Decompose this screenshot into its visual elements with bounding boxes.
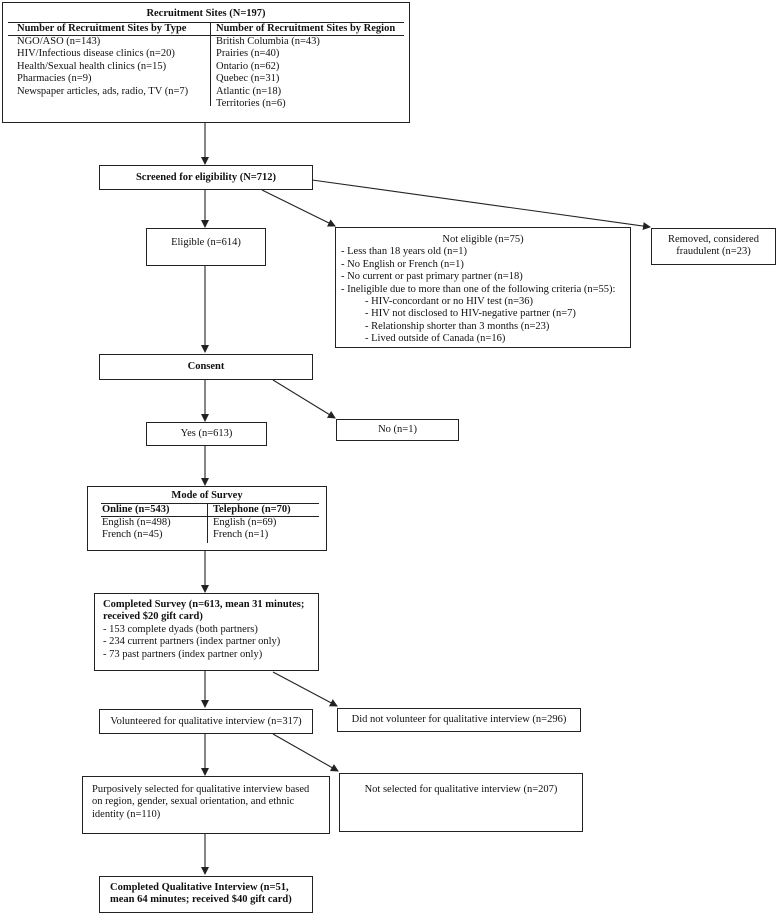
not-volunteered-label: Did not volunteer for qualitative interv… [351,714,567,725]
list-item: Pharmacies (n=9) [17,73,92,85]
recruitment-title: Recruitment Sites (N=197) [146,8,266,19]
completed-interview-line-1: Completed Qualitative Interview (n=51, [110,882,289,893]
online-list: English (n=498) French (n=45) [102,517,171,542]
completed-survey-box: Completed Survey (n=613, mean 31 minutes… [94,593,319,671]
screened-box: Screened for eligibility (N=712) [99,165,313,190]
completed-interview-line-2: mean 64 minutes; received $40 gift card) [110,894,292,906]
arrow-completed-to-not-volunteered [272,671,338,707]
not-eligible-list: - Less than 18 years old (n=1) - No Engl… [336,246,630,345]
list-item: Ontario (n=62) [216,60,280,72]
arrow-volunteered-to-not-selected [272,733,339,772]
recruitment-sites-box: Recruitment Sites (N=197) Number of Recr… [2,2,410,123]
completed-survey-content: Completed Survey (n=613, mean 31 minutes… [95,594,318,661]
list-item: Atlantic (n=18) [216,85,282,97]
list-item: Newspaper articles, ads, radio, TV (n=7) [17,85,189,97]
arrow-screened-to-not-eligible [261,189,336,227]
removed-line-2: fraudulent (n=23) [676,246,751,258]
mode-column-divider [207,503,208,543]
by-type-header: Number of Recruitment Sites by Type [17,23,187,34]
list-item: French (n=45) [102,529,163,541]
list-item: Health/Sexual health clinics (n=15) [17,60,167,72]
screened-label: Screened for eligibility (N=712) [135,172,277,183]
list-subitem: - Lived outside of Canada (n=16) [365,333,506,345]
list-item: - Less than 18 years old (n=1) [341,246,468,258]
by-type-list: NGO/ASO (n=143) HIV/Infectious disease c… [17,36,188,98]
list-item: French (n=1) [213,529,269,541]
list-item: NGO/ASO (n=143) [17,36,101,47]
consent-box: Consent [99,354,313,380]
header-rule [8,22,404,23]
not-selected-label: Not selected for qualitative interview (… [364,784,558,795]
completed-interview-content: Completed Qualitative Interview (n=51, m… [100,877,312,907]
mode-of-survey-box: Mode of Survey Online (n=543) Telephone … [87,486,327,551]
list-item: Quebec (n=31) [216,73,280,85]
completed-survey-title-1: Completed Survey (n=613, mean 31 minutes… [103,599,305,610]
mode-header-rule-bottom [101,516,319,517]
arrow-consent-to-no [272,379,336,419]
removed-line-1: Removed, considered [668,234,759,245]
not-selected-box: Not selected for qualitative interview (… [339,773,583,832]
column-divider [210,22,211,106]
list-item: English (n=69) [213,517,277,528]
selected-content: Purposively selected for qualitative int… [83,777,329,821]
list-item: - Ineligible due to more than one of the… [341,283,616,295]
list-item: Prairies (n=40) [216,48,280,60]
list-subitem: - HIV not disclosed to HIV-negative part… [365,308,576,320]
eligible-box: Eligible (n=614) [146,228,266,266]
not-eligible-title: Not eligible (n=75) [442,234,524,245]
selected-line-2: on region, gender, sexual orientation, a… [92,796,295,808]
mode-title: Mode of Survey [171,490,243,501]
consent-no-box: No (n=1) [336,419,459,441]
list-item: - 153 complete dyads (both partners) [103,623,258,635]
consent-yes-label: Yes (n=613) [180,428,233,439]
consent-no-label: No (n=1) [378,424,417,435]
list-item: HIV/Infectious disease clinics (n=20) [17,48,175,60]
selected-line-3: identity (n=110) [92,808,161,820]
completed-survey-title-2: received $20 gift card) [103,611,203,623]
removed-box: Removed, considered fraudulent (n=23) [651,228,776,265]
mode-header-rule [101,503,319,504]
list-subitem: - Relationship shorter than 3 months (n=… [365,320,550,332]
eligible-label: Eligible (n=614) [171,237,241,248]
by-region-list: British Columbia (n=43) Prairies (n=40) … [216,36,320,110]
list-item: British Columbia (n=43) [216,36,320,47]
list-item: - 73 past partners (index partner only) [103,648,263,660]
list-item: Territories (n=6) [216,98,286,110]
header-rule-bottom [8,35,404,36]
list-item: - No English or French (n=1) [341,258,464,270]
list-item: - No current or past primary partner (n=… [341,271,523,283]
selected-box: Purposively selected for qualitative int… [82,776,330,834]
list-item: - 234 current partners (index partner on… [103,636,281,648]
volunteered-label: Volunteered for qualitative interview (n… [110,716,302,727]
telephone-list: English (n=69) French (n=1) [213,517,276,542]
not-eligible-box: Not eligible (n=75) - Less than 18 years… [335,227,631,348]
online-header: Online (n=543) [102,504,170,515]
consent-label: Consent [187,361,225,372]
not-volunteered-box: Did not volunteer for qualitative interv… [337,708,581,732]
telephone-header: Telephone (n=70) [213,504,291,515]
volunteered-box: Volunteered for qualitative interview (n… [99,709,313,734]
list-subitem: - HIV-concordant or no HIV test (n=36) [365,296,534,308]
by-region-header: Number of Recruitment Sites by Region [216,23,396,34]
selected-line-1: Purposively selected for qualitative int… [92,784,310,795]
completed-interview-box: Completed Qualitative Interview (n=51, m… [99,876,313,913]
consent-yes-box: Yes (n=613) [146,422,267,446]
list-item: English (n=498) [102,517,171,528]
arrow-screened-to-removed [311,179,651,230]
